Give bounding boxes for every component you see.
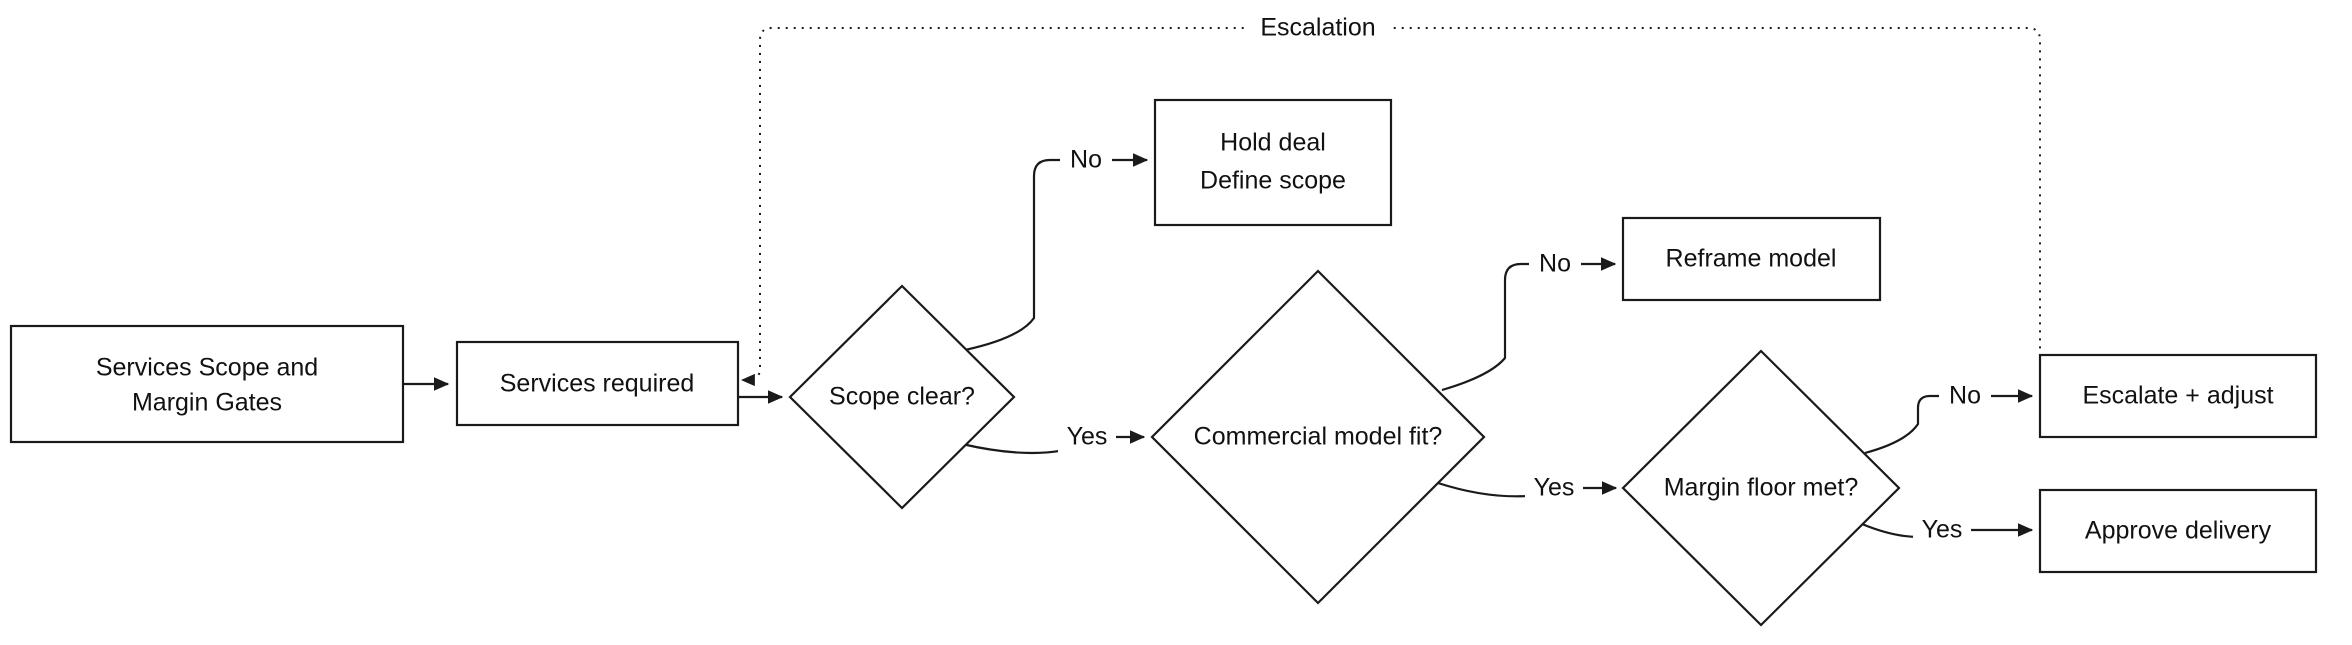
edge-path-scope-no-curve bbox=[964, 158, 1063, 352]
node-hold-deal-rect[interactable] bbox=[1153, 98, 1393, 227]
node-margin-floor-label: Margin floor met? bbox=[1664, 474, 1859, 502]
margin-no-label-bg bbox=[1939, 380, 1991, 412]
node-services-required[interactable]: Services required bbox=[455, 340, 740, 427]
node-margin-floor-met[interactable]: Margin floor met? bbox=[1621, 349, 1901, 627]
edge-margin-floor-no-to-escalate: No bbox=[1864, 380, 2034, 455]
node-scope-clear[interactable]: Scope clear? bbox=[788, 284, 1016, 510]
node-reframe-model[interactable]: Reframe model bbox=[1621, 216, 1882, 302]
node-margin-floor-diamond[interactable] bbox=[1621, 349, 1901, 627]
node-commercial-model-fit[interactable]: Commercial model fit? bbox=[1150, 269, 1486, 605]
node-approve-rect[interactable] bbox=[2038, 488, 2318, 574]
edge-label-scope-clear-yes: Yes bbox=[1067, 423, 1108, 451]
edge-label-model-fit-no: No bbox=[1539, 250, 1571, 278]
node-scope-clear-label: Scope clear? bbox=[829, 383, 975, 411]
scope-yes-label-bg bbox=[1058, 422, 1116, 454]
node-scope-clear-diamond[interactable] bbox=[788, 284, 1016, 510]
edge-margin-floor-yes-to-approve: Yes bbox=[1861, 515, 2034, 547]
node-reframe-model-rect[interactable] bbox=[1621, 216, 1882, 302]
node-model-fit-diamond[interactable] bbox=[1150, 269, 1486, 605]
edge-label-margin-floor-yes: Yes bbox=[1922, 516, 1963, 544]
node-start-rect[interactable] bbox=[9, 324, 405, 444]
edge-path-model-no-curve bbox=[1441, 262, 1532, 392]
node-escalate-adjust[interactable]: Escalate + adjust bbox=[2038, 353, 2318, 439]
model-no-label-bg bbox=[1529, 248, 1581, 280]
node-hold-deal-label-line1: Hold deal bbox=[1220, 129, 1326, 157]
edge-path-margin-no-curve bbox=[1864, 394, 1942, 455]
node-services-scope-and-margin-gates[interactable]: Services Scope and Margin Gates bbox=[9, 324, 405, 444]
node-hold-deal-label-line2: Define scope bbox=[1200, 167, 1346, 195]
edge-scope-clear-no-to-hold-deal: No bbox=[964, 144, 1149, 352]
node-model-fit-label: Commercial model fit? bbox=[1194, 423, 1443, 451]
node-start-label-line2: Margin Gates bbox=[132, 389, 282, 417]
edge-model-fit-no-to-reframe: No bbox=[1441, 248, 1617, 392]
node-escalate-label: Escalate + adjust bbox=[2082, 382, 2273, 410]
margin-yes-label-bg bbox=[1913, 515, 1971, 547]
model-yes-label-bg bbox=[1525, 473, 1583, 505]
node-services-required-label: Services required bbox=[500, 370, 695, 398]
node-escalate-rect[interactable] bbox=[2038, 353, 2318, 439]
node-approve-delivery[interactable]: Approve delivery bbox=[2038, 488, 2318, 574]
edge-label-scope-clear-no: No bbox=[1070, 146, 1102, 174]
node-start-label-line1: Services Scope and bbox=[96, 354, 318, 382]
edge-scope-clear-yes-to-model-fit: Yes bbox=[961, 422, 1146, 455]
edge-model-fit-yes-to-margin-floor: Yes bbox=[1437, 473, 1618, 505]
edge-label-margin-floor-no: No bbox=[1949, 382, 1981, 410]
node-reframe-model-label: Reframe model bbox=[1666, 245, 1837, 273]
edge-label-escalation: Escalation bbox=[1260, 14, 1375, 42]
scope-no-label-bg bbox=[1060, 144, 1112, 176]
node-services-required-rect[interactable] bbox=[455, 340, 740, 427]
escalation-label-bg bbox=[1248, 12, 1388, 44]
edge-label-model-fit-yes: Yes bbox=[1534, 474, 1575, 502]
node-approve-label: Approve delivery bbox=[2085, 517, 2272, 545]
node-hold-deal-define-scope[interactable]: Hold deal Define scope bbox=[1153, 98, 1393, 227]
